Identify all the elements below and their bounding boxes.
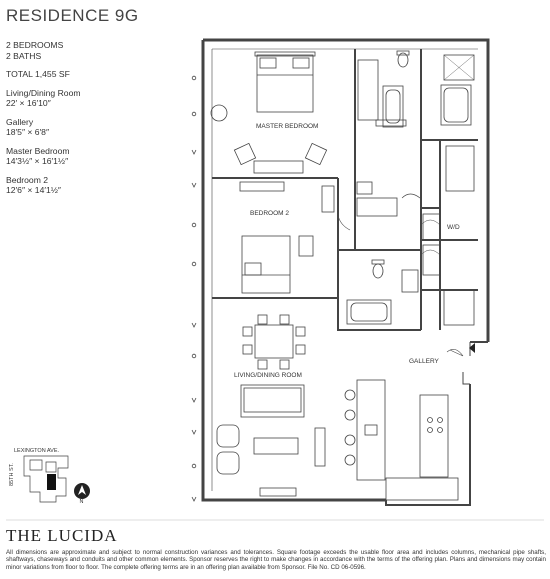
residence-title: RESIDENCE 9G <box>6 6 139 25</box>
kitchen <box>344 379 459 501</box>
interior-walls <box>212 49 478 331</box>
key-map: LEXINGTON AVE. 85TH ST. N <box>9 448 90 505</box>
door-swings <box>337 193 464 357</box>
spec-line: 22′ × 16′10″ <box>6 98 51 108</box>
exterior-walls <box>201 38 490 506</box>
spec-line: 12′6″ × 14′1½″ <box>6 185 61 195</box>
spec-line: 18′5″ × 6′8″ <box>6 127 49 137</box>
living-seating <box>216 384 326 497</box>
key-map-street-label: 85TH ST. <box>9 463 15 486</box>
key-map-unit-highlight <box>47 474 56 490</box>
spec-line: 2 BATHS <box>6 50 42 61</box>
dining-table <box>242 314 306 370</box>
spec-living-dining: Living/Dining Room 22′ × 16′10″ <box>6 88 181 109</box>
label-bedroom-2: BEDROOM 2 <box>250 210 289 217</box>
spec-total-area: TOTAL 1,455 SF <box>6 69 181 80</box>
label-washer-dryer: W/D <box>447 224 460 231</box>
legal-disclaimer: All dimensions are approximate and subje… <box>6 549 546 571</box>
brand-name: THE LUCIDA <box>6 526 118 545</box>
spec-bedroom-2: Bedroom 2 12′6″ × 14′1½″ <box>6 175 181 196</box>
bedroom2-furniture <box>239 181 335 294</box>
label-gallery: GALLERY <box>409 358 440 365</box>
spec-line: TOTAL 1,455 SF <box>6 69 70 79</box>
entry-arrow-icon <box>469 343 475 353</box>
closets <box>420 145 475 326</box>
label-master-bedroom: MASTER BEDROOM <box>256 123 318 130</box>
spec-line: Gallery <box>6 116 34 127</box>
north-label: N <box>80 499 84 505</box>
spec-line: Bedroom 2 <box>6 174 49 185</box>
window-markers <box>191 75 197 502</box>
bath2-fixtures <box>346 181 419 325</box>
spec-bedrooms-baths: 2 BEDROOMS 2 BATHS <box>6 40 181 61</box>
spec-line: Master Bedroom <box>6 145 70 156</box>
spec-list: 2 BEDROOMS 2 BATHS TOTAL 1,455 SF Living… <box>6 40 181 204</box>
master-bed <box>210 51 316 122</box>
spec-line: 2 BEDROOMS <box>6 40 64 50</box>
key-map-avenue-label: LEXINGTON AVE. <box>14 448 60 454</box>
master-bath-fixtures <box>357 50 475 128</box>
label-living-dining: LIVING/DINING ROOM <box>234 372 302 379</box>
spec-gallery: Gallery 18′5″ × 6′8″ <box>6 117 181 138</box>
spec-line: 14′3½″ × 16′1½″ <box>6 156 69 166</box>
spec-master-bedroom: Master Bedroom 14′3½″ × 16′1½″ <box>6 146 181 167</box>
master-seating <box>233 142 328 174</box>
spec-line: Living/Dining Room <box>6 87 81 98</box>
